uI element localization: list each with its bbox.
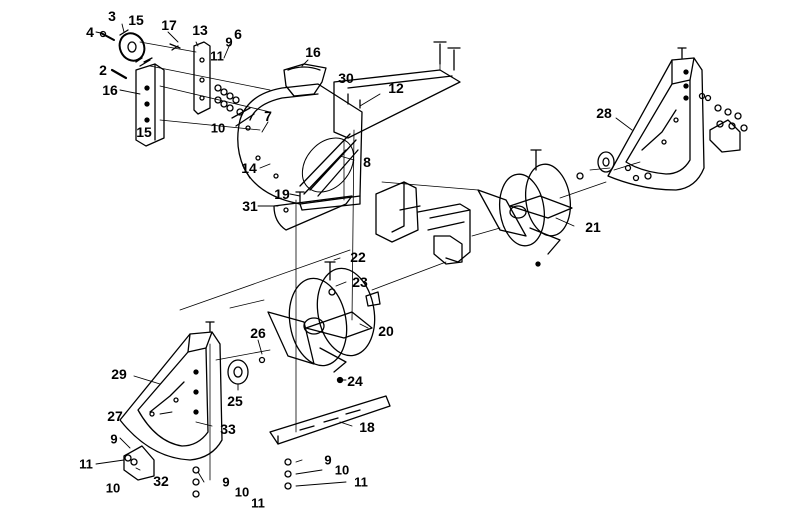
callout-27: 27 — [107, 408, 123, 424]
pulley-assembly — [99, 29, 146, 80]
callout-9-left: 9 — [110, 431, 118, 447]
callout-21: 21 — [585, 219, 601, 235]
guide-lines — [139, 41, 271, 131]
hardware-left — [123, 445, 200, 498]
side-plate-left — [119, 321, 223, 461]
callout-12: 12 — [388, 80, 404, 96]
auger-housing — [237, 83, 363, 211]
callout-10-plate: 10 — [234, 484, 250, 500]
discharge-chute — [283, 63, 327, 97]
callout-10-skid: 10 — [334, 462, 350, 478]
callout-11-plate: 11 — [251, 495, 265, 511]
callout-16-bracket: 16 — [102, 82, 118, 98]
assembly-lines — [179, 43, 641, 481]
auger-left — [267, 261, 381, 384]
callout-10-left: 10 — [105, 480, 121, 496]
callout-9-plate: 9 — [222, 474, 230, 490]
callout-26: 26 — [250, 325, 266, 341]
callout-24: 24 — [347, 373, 363, 389]
callout-16-chute: 16 — [305, 44, 321, 60]
callout-18: 18 — [359, 419, 375, 435]
callout-29: 29 — [111, 366, 127, 382]
callout-11-left: 11 — [79, 456, 93, 472]
callout-23: 23 — [352, 274, 368, 290]
callout-6: 6 — [234, 26, 242, 42]
skid-plate — [269, 395, 391, 490]
callout-17: 17 — [161, 17, 177, 33]
hardware-right — [698, 92, 748, 153]
callout-20: 20 — [378, 323, 394, 339]
callout-22: 22 — [350, 249, 366, 265]
callout-10-top: 10 — [210, 120, 226, 136]
callout-11-skid: 11 — [354, 474, 368, 490]
callout-8: 8 — [363, 154, 371, 170]
drive-coupling — [375, 181, 471, 265]
callout-15-pulley: 15 — [128, 12, 144, 28]
callout-4: 4 — [86, 24, 94, 40]
callout-7: 7 — [264, 108, 272, 124]
callout-19: 19 — [274, 186, 290, 202]
auger-right — [477, 149, 584, 267]
callout-15-bracket: 15 — [136, 124, 152, 140]
side-plate-right — [607, 47, 705, 191]
side-bracket — [135, 57, 165, 147]
bearing-left — [227, 356, 266, 385]
lower-plate — [273, 191, 353, 231]
callout-2: 2 — [99, 62, 107, 78]
callout-9-top: 9 — [225, 34, 233, 50]
mounting-plate — [169, 41, 211, 115]
callout-31: 31 — [242, 198, 258, 214]
callout-28: 28 — [596, 105, 612, 121]
callout-13: 13 — [192, 22, 208, 38]
callout-11-top: 11 — [210, 48, 224, 64]
callout-14: 14 — [241, 160, 257, 176]
callout-32: 32 — [153, 473, 169, 489]
leader-lines — [95, 23, 633, 487]
callout-9-skid: 9 — [324, 452, 332, 468]
callout-33: 33 — [220, 421, 236, 437]
bearing-right — [597, 151, 652, 182]
callout-30: 30 — [338, 70, 354, 86]
callout-25: 25 — [227, 393, 243, 409]
callout-3: 3 — [108, 8, 116, 24]
